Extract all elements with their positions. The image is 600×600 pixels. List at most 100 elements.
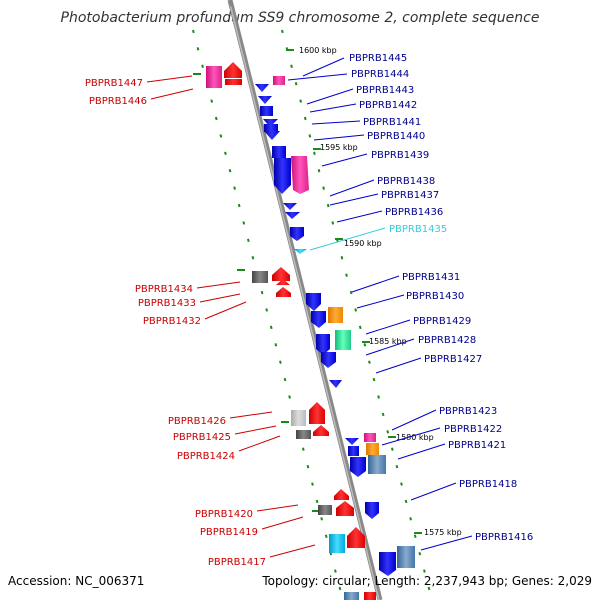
leader-line [365,319,411,335]
leader-line [287,73,348,81]
gene-box [348,446,359,456]
gene-arrow [290,227,304,241]
leader-line [269,544,316,558]
gene-label: PBPRB1437 [381,190,439,201]
gene-label: PBPRB1436 [385,207,443,218]
gene-label: PBPRB1424 [177,451,235,462]
gene-arrow [313,425,329,436]
gene-arrow [321,352,336,368]
gene-arrow [272,267,290,281]
gene-label: PBPRB1416 [475,532,533,543]
kbp-label: 1575 kbp [424,528,462,537]
gene-box [252,271,268,283]
accession-text: Accession: NC_006371 [8,574,145,588]
gene-label: PBPRB1428 [418,335,476,346]
leader-line [321,153,368,167]
kbp-ticks: 1600 kbp 1595 kbp 1590 kbp 1585 kbp 1580… [286,46,462,537]
gene-arrow [350,457,366,477]
gene-box [260,106,273,116]
leader-line [150,88,194,100]
leader-line [229,411,273,419]
gene-box [296,430,311,439]
gene-arrow [309,402,325,424]
gene-label: PBPRB1440 [367,131,425,142]
kbp-label: 1600 kbp [299,46,337,55]
gene-box [368,455,386,474]
gene-arrow [225,79,242,85]
leader-line [204,301,247,320]
gene-glyphs-minus-strand [206,62,376,600]
leader-line [196,281,241,289]
gene-box [344,592,359,600]
kbp-label: 1585 kbp [369,337,407,346]
gene-arrow [283,203,297,210]
leader-line [391,409,437,431]
gene-label: PBPRB1441 [363,117,421,128]
gene-arrow [255,84,269,92]
gene-box [318,505,332,515]
leader-line [238,435,281,452]
gene-label: PBPRB1445 [349,53,407,64]
gene-arrow [264,131,280,140]
leader-line [313,134,365,141]
gene-label: PBPRB1433 [138,298,196,309]
gene-label: PBPRB1444 [351,69,409,80]
leader-line [199,293,241,303]
leader-line [146,75,193,83]
gene-label: PBPRB1446 [89,96,147,107]
gene-arrow [263,119,278,127]
leader-line [302,57,345,77]
gene-box [364,433,376,442]
leader-line [329,193,379,206]
topology-summary: Topology: circular; Length: 2,237,943 bp… [262,574,592,588]
backbone [227,0,383,600]
leader-line [351,275,400,293]
gene-arrow [294,249,307,254]
gene-arrow [316,334,330,355]
gene-box [335,330,351,350]
gene-arrow [258,96,272,104]
gene-arrow [274,158,291,194]
leader-line [306,88,354,105]
gene-box [364,592,376,600]
gene-arrow [334,489,349,500]
leader-line [336,210,383,223]
gene-arrow [379,552,396,576]
kbp-label: 1580 kbp [396,433,434,442]
map-title: Photobacterium profundum SS9 chromosome … [60,10,540,26]
leader-line [381,427,441,446]
leader-line [356,294,405,309]
gene-label: PBPRB1429 [413,316,471,327]
gene-label: PBPRB1422 [444,424,502,435]
kbp-label: 1595 kbp [320,143,358,152]
gene-label: PBPRB1417 [208,557,266,568]
leader-line [309,227,386,251]
gene-box [291,410,306,426]
leader-line [410,482,457,501]
leader-line [228,0,380,600]
leader-line [375,357,422,374]
gene-label: PBPRB1419 [200,527,258,538]
leader-line [309,103,357,113]
gene-label: PBPRB1421 [448,440,506,451]
gene-label: PBPRB1447 [85,78,143,89]
gene-arrow [336,501,354,516]
leader-line [365,338,415,356]
gene-box [206,66,222,88]
leader-line [311,120,361,125]
gene-label: PBPRB1425 [173,432,231,443]
gene-label: PBPRB1442 [359,100,417,111]
gene-label: PBPRB1432 [143,316,201,327]
gene-label: PBPRB1431 [402,272,460,283]
left-labels: PBPRB1447 PBPRB1446 PBPRB1434 PBPRB1433 … [85,75,316,568]
gene-box [328,307,343,323]
gene-box [329,534,345,553]
gene-arrow [276,279,290,285]
gene-arrow [311,311,326,328]
gene-arrow [285,212,300,219]
gene-arrow [329,380,342,388]
gene-box [272,146,286,158]
gene-box [366,443,379,455]
right-labels: PBPRB1445 PBPRB1444 PBPRB1443 PBPRB1442 … [287,53,533,551]
